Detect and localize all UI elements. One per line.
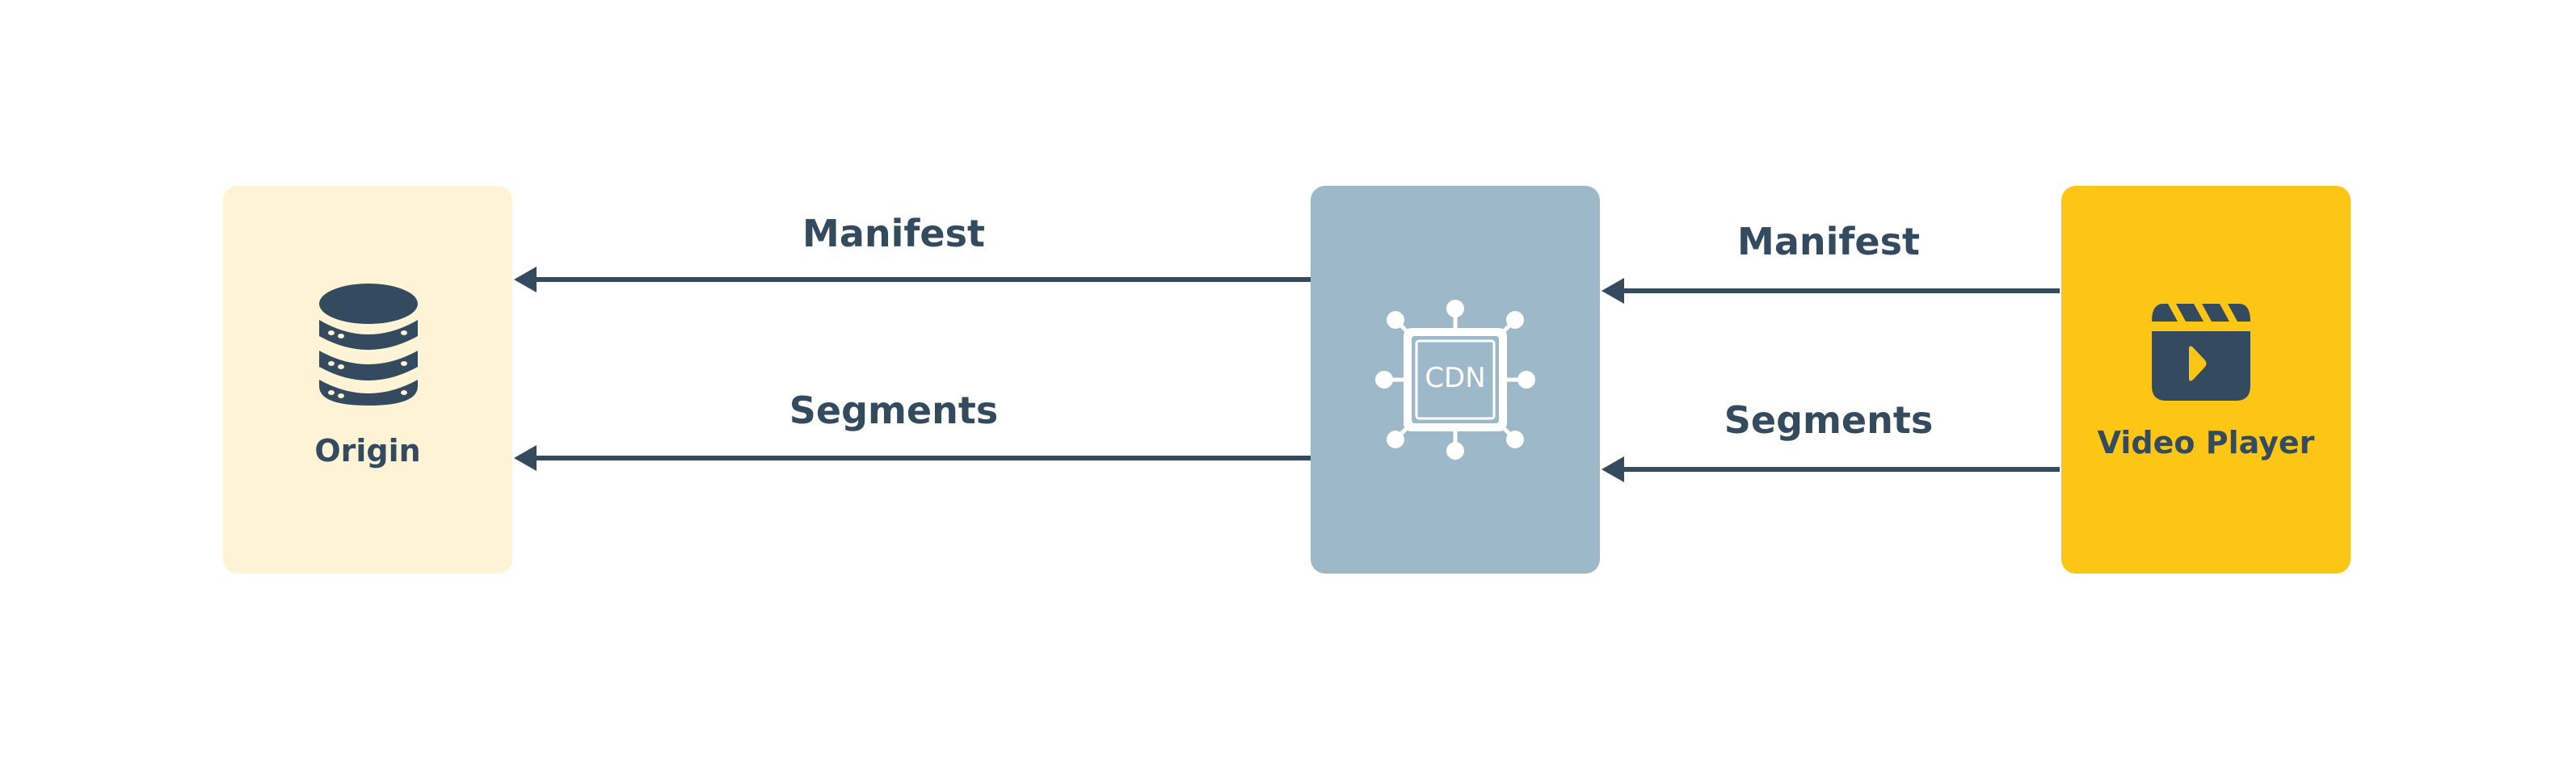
arrow-player-to-cdn-manifest <box>1602 278 2060 304</box>
edge-label-manifest-origin: Manifest <box>802 212 985 255</box>
cdn-label: CDN <box>1425 362 1486 394</box>
arrow-player-to-cdn-segments <box>1602 456 2060 482</box>
video-clapper-icon <box>2152 304 2250 401</box>
database-icon <box>319 284 418 406</box>
edge-label-manifest-cdn: Manifest <box>1737 220 1920 263</box>
video-player-node: Video Player <box>2061 186 2351 574</box>
video-player-label: Video Player <box>2097 425 2315 460</box>
origin-label: Origin <box>314 433 421 469</box>
arrow-cdn-to-origin-segments <box>514 445 1311 471</box>
cdn-node: CDN <box>1311 186 1600 574</box>
origin-node: Origin <box>223 186 512 574</box>
arrow-cdn-to-origin-manifest <box>514 267 1311 292</box>
edge-label-segments-cdn: Segments <box>1724 398 1934 442</box>
edge-label-segments-origin: Segments <box>789 389 999 432</box>
cdn-chip-icon <box>1375 300 1535 460</box>
